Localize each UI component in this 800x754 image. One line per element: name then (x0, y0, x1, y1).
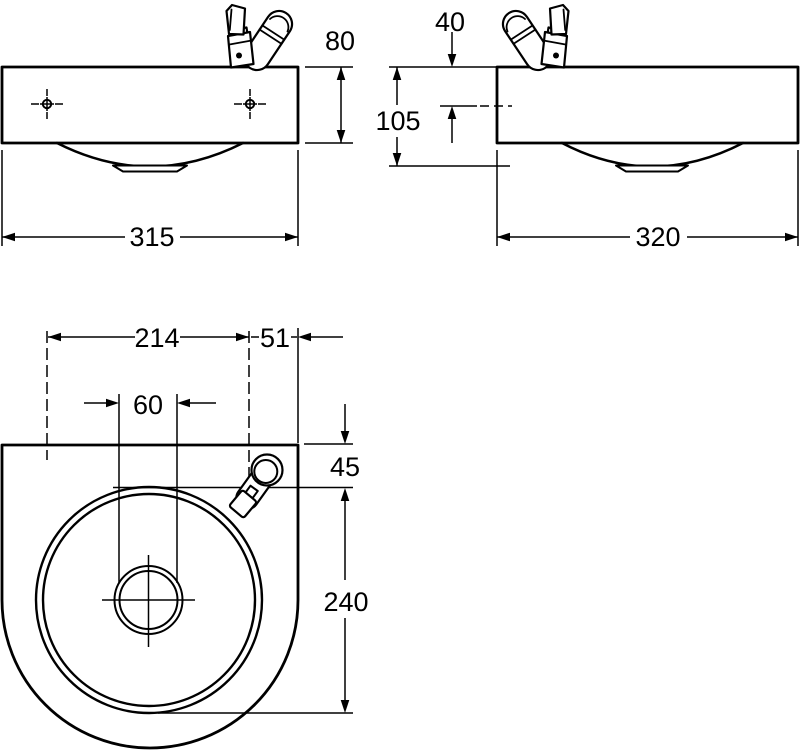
arrowhead (177, 398, 190, 408)
arrowhead (236, 332, 249, 342)
dim-label-bowl-diameter: 240 (323, 587, 368, 617)
faucet-spout-inner (253, 459, 279, 484)
dim-label-edge-to-bowl: 45 (330, 452, 360, 482)
tap-hole-marker-right (233, 88, 267, 120)
arrowhead (336, 130, 346, 143)
drain-crosshair (102, 555, 195, 647)
faucet-plan (228, 453, 284, 519)
arrowhead (285, 232, 298, 242)
dim-side-inset: 40 (435, 7, 465, 143)
arrowhead (340, 488, 350, 501)
basin-side-bowl-arc (560, 141, 745, 168)
faucet-side (501, 3, 570, 72)
basin-front-outline (0, 65, 300, 145)
arrowhead (48, 332, 61, 342)
arrowhead (392, 67, 402, 80)
arrowhead (447, 54, 457, 67)
dim-label-front-width: 315 (129, 222, 174, 252)
tap-hole-marker-left (30, 88, 64, 120)
arrowhead (340, 700, 350, 713)
dim-front-height: 80 (305, 26, 355, 144)
dim-hole-spacing: 214 (48, 323, 249, 353)
dim-side-depth: 320 (496, 150, 799, 252)
dim-label-front-height: 80 (325, 26, 355, 56)
dim-label-hole-to-edge: 51 (260, 323, 290, 353)
basin-front-bowl-arc (55, 141, 245, 168)
basin-side-drain (615, 164, 689, 173)
basin-side-outline (495, 65, 800, 145)
plan-outline (0, 443, 300, 750)
dim-side-height: 105 (375, 66, 510, 167)
dim-label-side-inset: 40 (435, 7, 465, 37)
arrowhead (340, 431, 350, 444)
arrowhead (2, 232, 15, 242)
arrowhead (447, 106, 457, 119)
front-view: 80 315 (0, 3, 355, 252)
faucet-front (225, 3, 294, 72)
arrowhead (336, 67, 346, 80)
bowl-rim-inner (41, 492, 257, 708)
plan-view: 214 51 60 45 (0, 323, 369, 750)
dim-label-hole-spacing: 214 (134, 323, 179, 353)
dim-bowl-diameter: 240 (158, 488, 369, 714)
dim-drain-diameter: 60 (84, 390, 216, 583)
dim-hole-to-edge: 51 (251, 323, 343, 443)
arrowhead (497, 232, 510, 242)
dim-label-drain-diameter: 60 (133, 390, 163, 420)
faucet-lever (228, 489, 258, 519)
dim-label-side-depth: 320 (635, 222, 680, 252)
arrowhead (106, 398, 119, 408)
dim-label-side-height: 105 (375, 106, 420, 136)
side-view: 40 105 320 (375, 3, 800, 252)
dim-front-width: 315 (1, 150, 299, 252)
arrowhead (392, 153, 402, 166)
dim-edge-to-bowl: 45 (113, 404, 360, 489)
basin-front-drain (112, 164, 188, 173)
arrowhead (298, 332, 311, 342)
arrowhead (785, 232, 798, 242)
